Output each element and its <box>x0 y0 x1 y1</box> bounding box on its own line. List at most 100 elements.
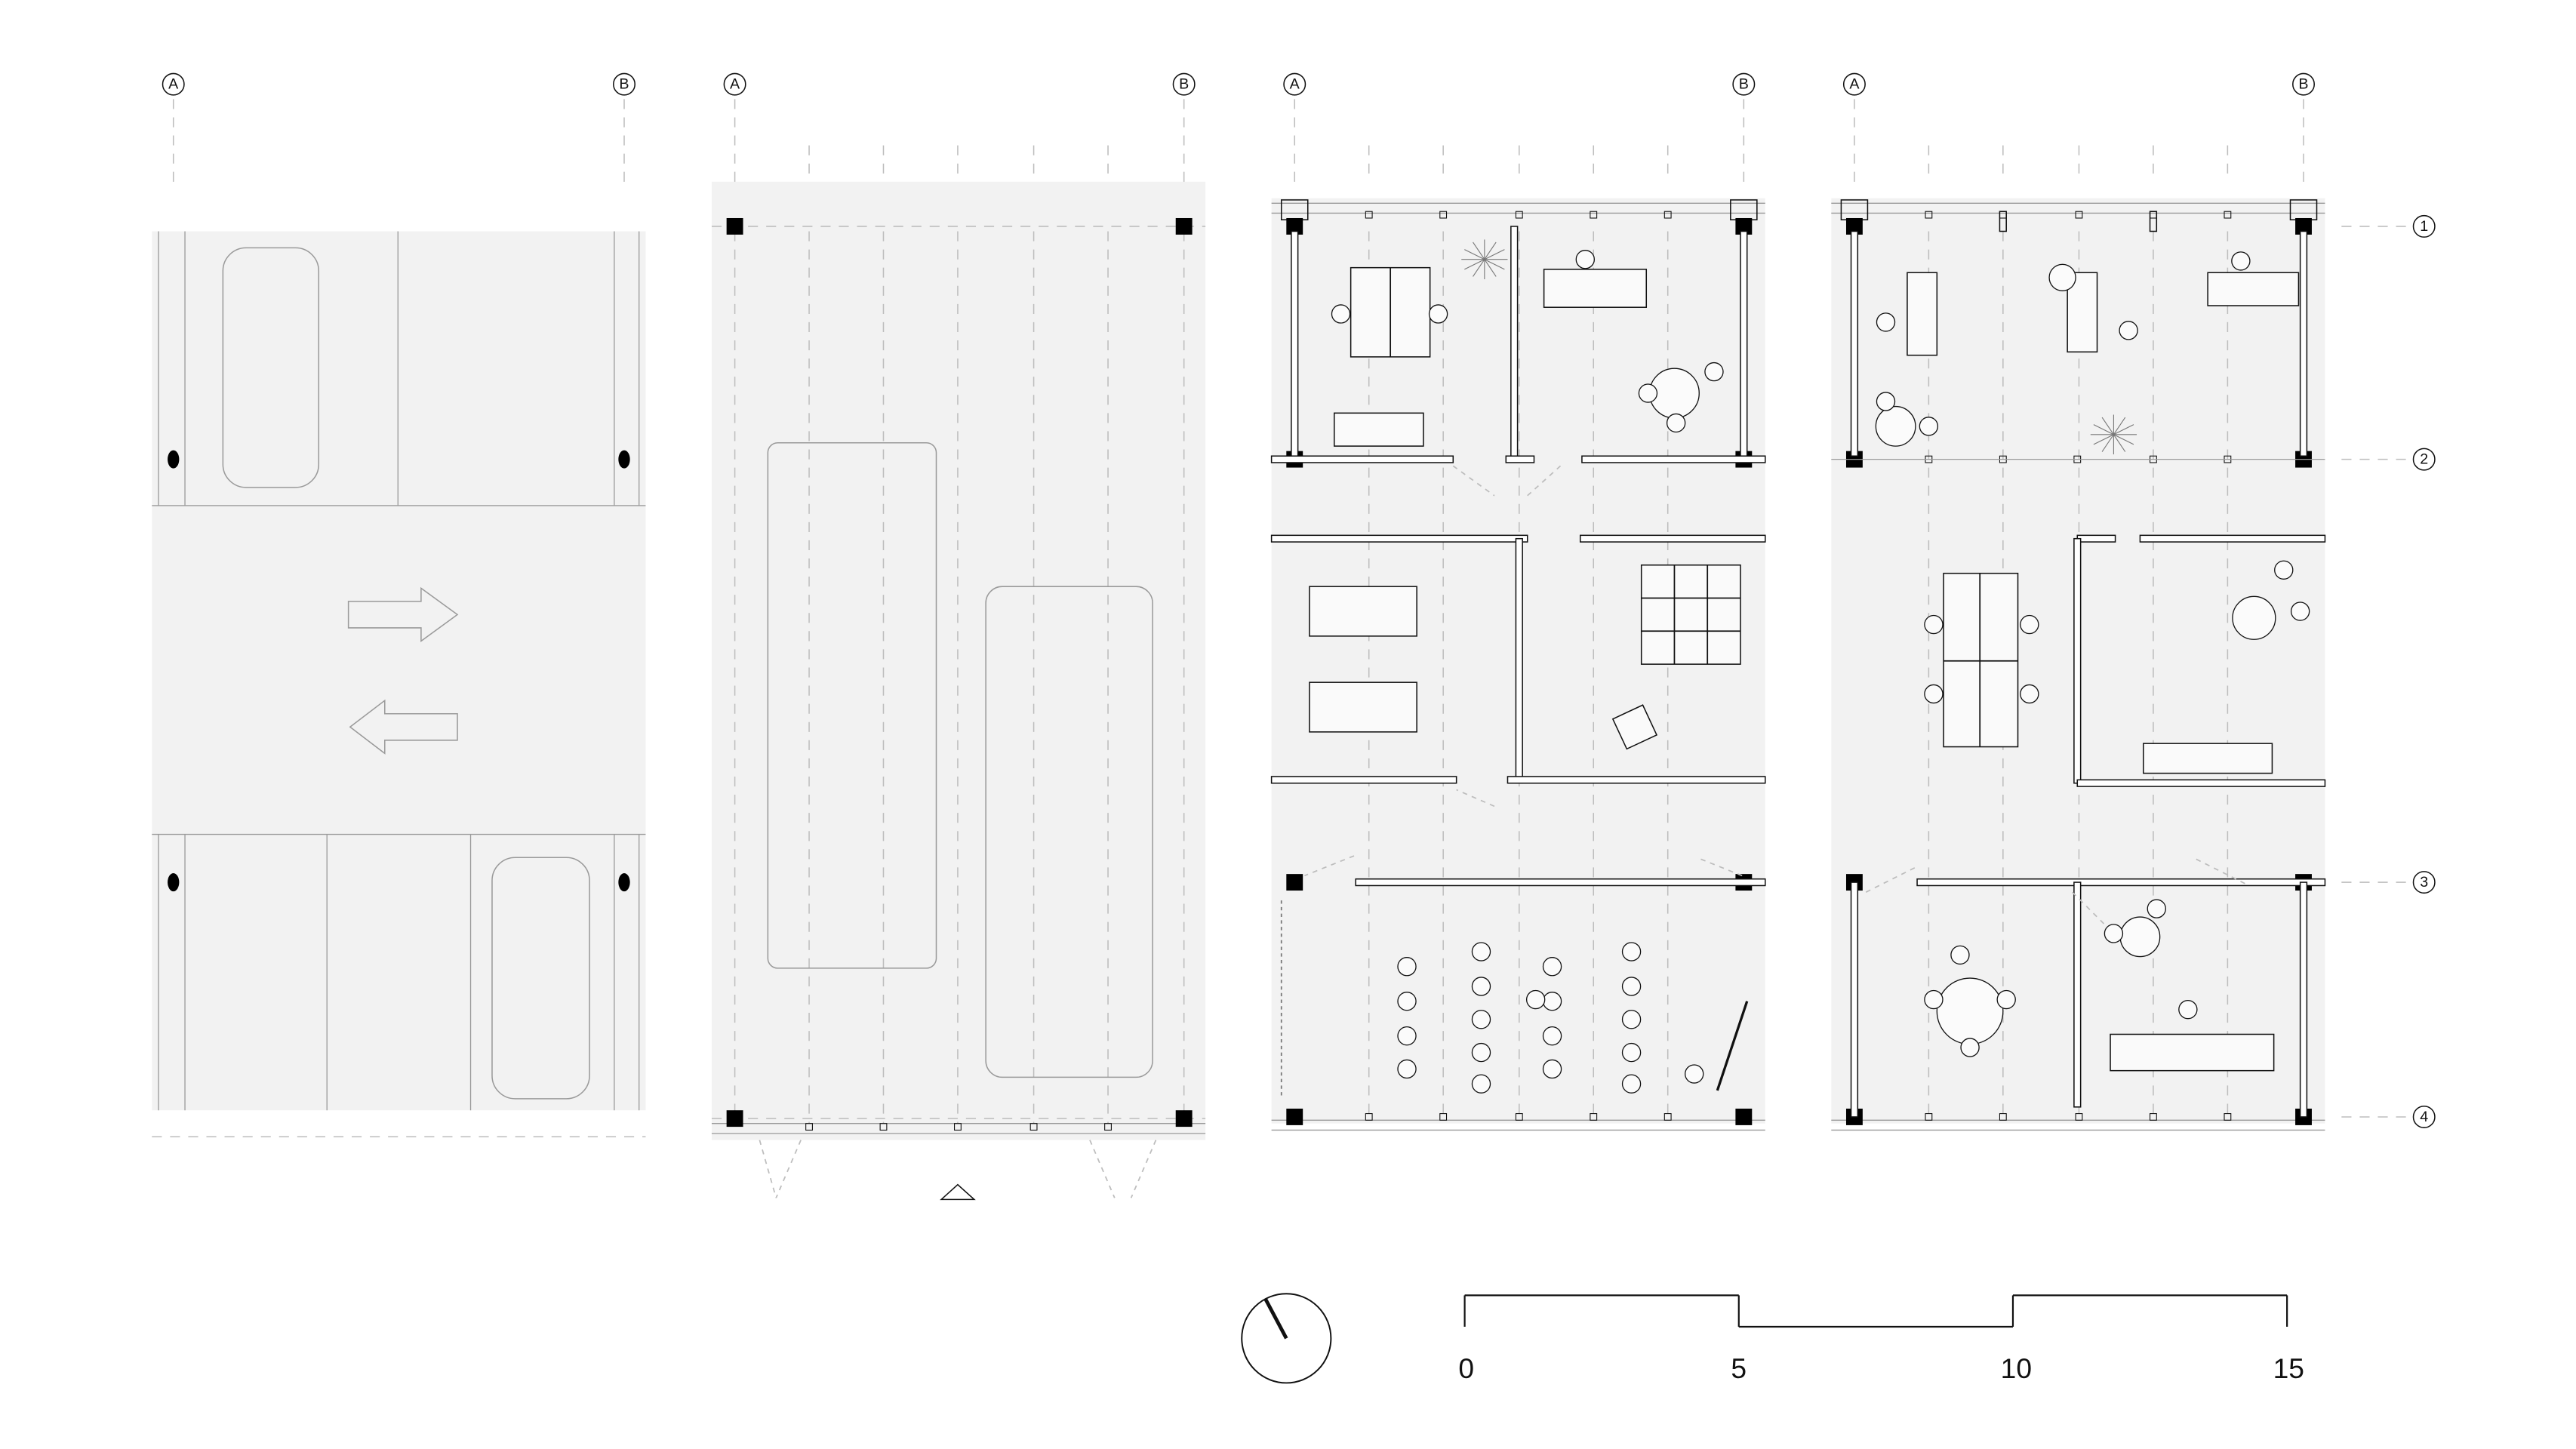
chair <box>1471 942 1491 961</box>
mullion <box>1439 1113 1448 1121</box>
mullion <box>879 1123 888 1131</box>
plant-icon <box>1484 242 1497 260</box>
north-arrow-circle <box>1241 1293 1332 1384</box>
chair <box>2119 321 2138 340</box>
chair <box>1471 1042 1491 1063</box>
grid-label-a: A <box>1290 76 1300 93</box>
grid-label-3: 3 <box>2420 874 2428 891</box>
chair <box>2231 251 2251 271</box>
door-swing <box>1700 858 1743 877</box>
door-swing <box>1456 789 1495 808</box>
grid-bubble <box>723 72 746 96</box>
bus-top-view <box>985 586 1153 1078</box>
mullion <box>805 1123 813 1131</box>
chair <box>1621 942 1642 961</box>
mullion <box>1365 211 1373 219</box>
chair <box>1950 945 1970 965</box>
chair <box>2147 899 2166 918</box>
wall <box>2299 881 2308 1118</box>
grid-bubble <box>2412 871 2436 894</box>
chair <box>1471 1010 1491 1029</box>
chair <box>1960 1038 1980 1057</box>
mullion <box>1999 1113 2007 1121</box>
square-stool <box>1611 704 1658 750</box>
chair <box>1996 989 2016 1010</box>
chair <box>1542 957 1562 977</box>
plant-icon <box>2101 434 2114 452</box>
mullion <box>1663 211 1672 219</box>
chair <box>1331 304 1351 324</box>
grid-label-a: A <box>168 76 179 93</box>
plant-icon <box>2113 434 2126 452</box>
north-arrow-icon <box>1263 1297 1288 1340</box>
mullion <box>1029 1123 1038 1131</box>
mullion <box>1590 1113 1598 1121</box>
grid-bubble <box>2412 214 2436 238</box>
wall <box>1270 776 1457 784</box>
column-oval <box>168 450 180 469</box>
scale-label-5: 5 <box>1731 1352 1747 1384</box>
mullion <box>2224 211 2232 219</box>
grid-bubble <box>2412 448 2436 471</box>
grid-label-1: 1 <box>2420 218 2428 235</box>
wall <box>1581 455 1766 463</box>
mullion <box>2224 1113 2232 1121</box>
table <box>1309 681 1417 733</box>
chair <box>1621 977 1642 996</box>
grid-label-b: B <box>1739 76 1749 93</box>
plant-icon <box>2101 417 2114 435</box>
wall <box>1850 230 1859 457</box>
chair <box>1704 361 1724 382</box>
door-swing <box>1527 465 1562 497</box>
mullion <box>1439 211 1448 219</box>
column-oval <box>618 450 630 469</box>
column <box>726 1110 743 1128</box>
annotation-layer: A B A B A B A B 1 2 3 4 0 5 10 15 <box>168 76 2428 1384</box>
column <box>1286 874 1303 891</box>
desk <box>2207 272 2300 306</box>
door-swing <box>1304 855 1355 877</box>
mullion <box>1104 1123 1112 1131</box>
partition <box>1999 211 2007 232</box>
car-top-view <box>491 857 590 1100</box>
chair <box>1575 250 1595 269</box>
plant-icon <box>1484 259 1497 277</box>
chair <box>1542 1059 1562 1079</box>
grid-bubble <box>613 72 636 96</box>
grid-label-a: A <box>1849 76 1860 93</box>
wall <box>1505 455 1535 463</box>
column <box>726 217 743 235</box>
column <box>1286 217 1303 235</box>
mullion <box>2149 1113 2157 1121</box>
chair <box>2104 924 2124 943</box>
plant-icon <box>2113 434 2134 445</box>
round-table <box>1875 405 1916 447</box>
table <box>1309 586 1417 637</box>
grid-label-4: 4 <box>2420 1109 2428 1125</box>
wall <box>2299 230 2308 457</box>
grid-label-b: B <box>1179 76 1189 93</box>
wall <box>2073 537 2082 784</box>
plant-icon <box>2093 434 2114 445</box>
wall <box>1515 537 1523 784</box>
bench <box>2143 743 2273 774</box>
chair <box>2290 601 2310 621</box>
desk <box>2067 272 2098 353</box>
door-swing <box>1089 1140 1116 1198</box>
column <box>1175 1110 1193 1128</box>
grid-bubble <box>2292 72 2315 96</box>
plant-icon <box>1464 259 1485 270</box>
chair <box>1525 989 1546 1010</box>
wall <box>2076 534 2116 543</box>
partition <box>2149 211 2158 232</box>
chair <box>1638 383 1658 403</box>
mullion <box>1663 1113 1672 1121</box>
round-table <box>2119 916 2161 958</box>
column-oval <box>168 873 180 892</box>
car-top-view <box>222 247 320 488</box>
parking-floor <box>152 231 646 1111</box>
grid-bubble <box>1172 72 1196 96</box>
chair <box>1397 957 1417 977</box>
chair <box>1471 977 1491 996</box>
